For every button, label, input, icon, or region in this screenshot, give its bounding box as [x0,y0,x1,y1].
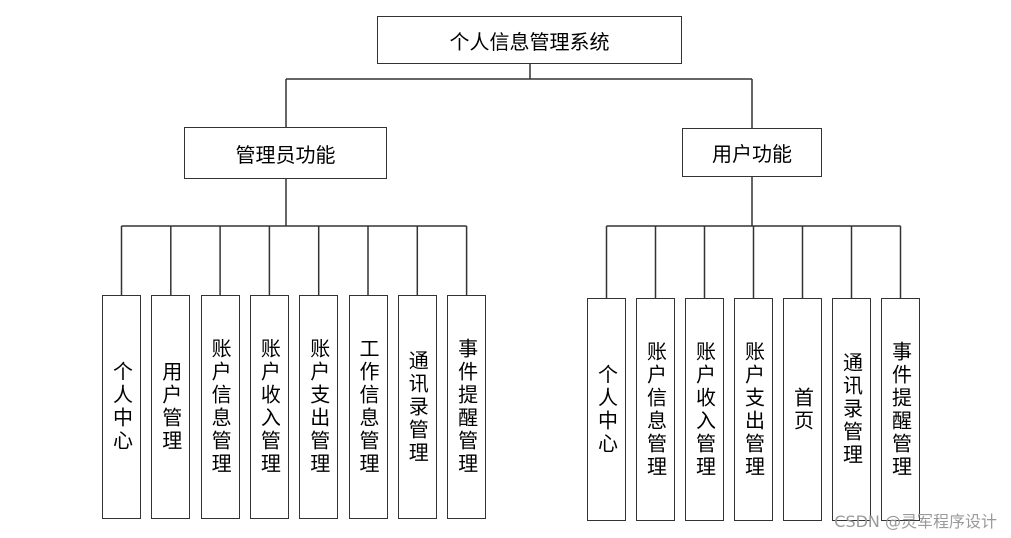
user-leaf-6: 事件提醒管理 [881,298,920,521]
csdn-watermark: CSDN @灵军程序设计 [834,512,997,531]
user-functions-node: 用户功能 [682,128,822,177]
root-node-label: 个人信息管理系统 [449,29,610,54]
admin-leaf-label: 通讯录管理 [405,349,430,465]
user-leaf-5: 通讯录管理 [832,298,871,521]
admin-leaf-label: 个人中心 [109,361,134,453]
user-leaf-4: 首页 [783,298,822,521]
user-leaf-label: 账户支出管理 [741,340,766,479]
admin-leaf-2: 账户信息管理 [200,295,240,519]
admin-leaf-label: 账户收入管理 [257,338,282,476]
user-leaf-2: 账户收入管理 [685,298,724,521]
admin-leaf-label: 事件提醒管理 [454,338,479,476]
user-leaf-0: 个人中心 [587,298,626,521]
admin-leaf-label: 账户支出管理 [306,338,331,476]
admin-functions-node: 管理员功能 [184,127,387,179]
admin-leaf-3: 账户收入管理 [249,295,289,519]
user-leaf-1: 账户信息管理 [636,298,675,521]
admin-leaf-label: 用户管理 [158,361,183,453]
root-node: 个人信息管理系统 [377,16,682,64]
admin-leaf-5: 工作信息管理 [348,295,388,519]
admin-leaf-1: 用户管理 [151,295,191,519]
user-leaf-3: 账户支出管理 [734,298,773,521]
admin-leaf-label: 账户信息管理 [208,338,233,476]
user-leaf-label: 通讯录管理 [839,352,864,467]
admin-leaf-6: 通讯录管理 [397,295,437,519]
user-leaf-label: 账户收入管理 [692,340,717,479]
admin-leaf-4: 账户支出管理 [299,295,339,519]
user-functions-label: 用户功能 [712,142,792,166]
user-leaf-label: 个人中心 [594,363,619,456]
admin-leaf-label: 工作信息管理 [356,338,380,476]
user-leaf-label: 首页 [790,386,815,433]
user-leaf-label: 账户信息管理 [643,340,668,479]
admin-functions-label: 管理员功能 [235,142,336,167]
user-leaf-label: 事件提醒管理 [888,340,913,479]
admin-leaf-0: 个人中心 [102,295,141,519]
admin-leaf-7: 事件提醒管理 [447,295,487,519]
